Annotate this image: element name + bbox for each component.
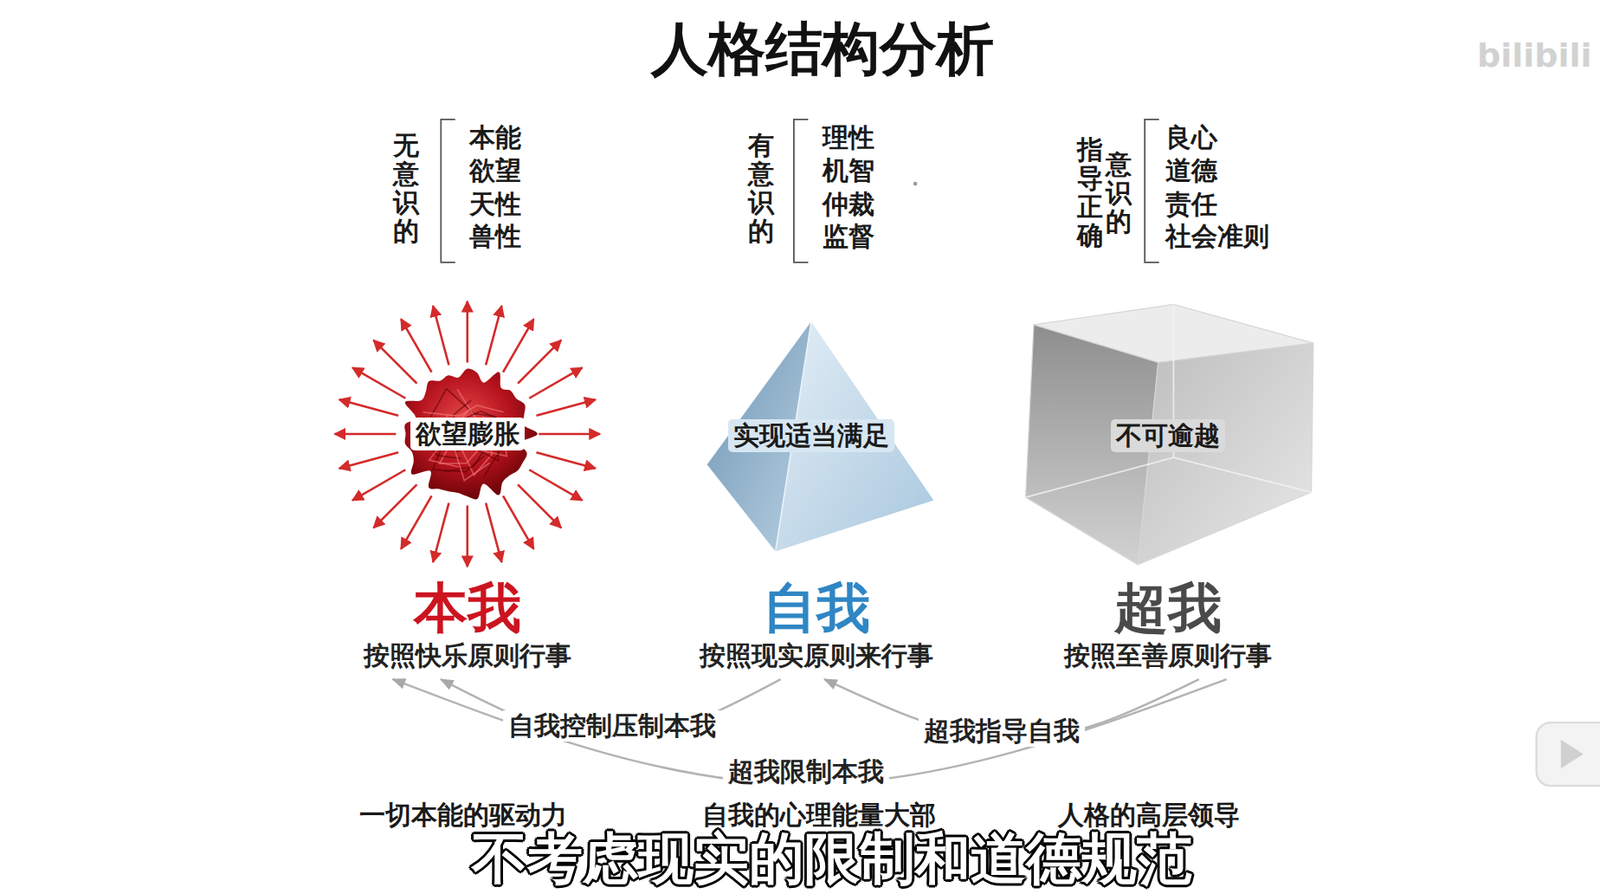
principle-text: 按照快乐原则行事 — [363, 638, 572, 672]
play-icon — [1536, 722, 1600, 786]
cube-face — [1137, 342, 1314, 565]
vertical-label: 有意识的 — [748, 130, 775, 246]
burst-arrow — [400, 318, 432, 372]
burst-arrow — [538, 432, 600, 436]
ego-pyramid: 实现适当满足自我按照现实原则来行事 — [663, 290, 970, 679]
burst-arrow — [517, 483, 562, 528]
dot — [913, 181, 918, 187]
burst-arrow — [352, 367, 406, 398]
burst-arrow — [465, 301, 469, 363]
burst-arrow — [373, 483, 417, 528]
edge-label: 超我指导自我 — [918, 715, 1085, 747]
burst-arrow — [400, 495, 432, 549]
note-text: 一切本能的驱动力 — [359, 799, 568, 831]
list-item: 机智 — [822, 154, 875, 187]
play-icon — [1561, 739, 1584, 768]
list-item: 欲望 — [469, 154, 522, 187]
burst-arrow — [535, 399, 595, 415]
vertical-label: 指导正确 — [1077, 135, 1104, 250]
cube-hidden-edge — [1025, 457, 1174, 497]
superego-cube: 不可逾越超我按照至善原则行事 — [1005, 290, 1332, 679]
burst-arrow — [335, 432, 397, 436]
vertical-label: 意识的 — [1105, 149, 1132, 236]
note-text: 自我的心理能量大部 — [702, 799, 936, 831]
burst-arrow — [503, 318, 534, 372]
cube-hidden-edge — [1173, 457, 1311, 492]
principle-text: 按照至善原则行事 — [1064, 638, 1272, 672]
shape-label: 不可逾越 — [1110, 419, 1226, 452]
burst-arrow — [535, 451, 595, 468]
burst-arrow — [485, 503, 502, 562]
list-item: 良心 — [1165, 122, 1218, 154]
edge-label: 自我控制压制本我 — [503, 709, 722, 742]
bracket — [440, 119, 455, 263]
burst-arrow — [339, 451, 399, 468]
node-name: 自我 — [762, 576, 871, 639]
edge-label: 超我限制本我 — [722, 755, 890, 788]
list-item: 仲裁 — [822, 188, 875, 220]
vertical-label: 无意识的 — [393, 130, 420, 246]
burst-arrow — [485, 305, 502, 365]
subtitle-caption: 不考虑现实的限制和道德规范 — [471, 827, 1193, 889]
burst-arrow — [503, 495, 534, 549]
bracket — [793, 119, 808, 263]
list-item: 社会准则 — [1165, 220, 1270, 252]
list-item: 道德 — [1165, 154, 1218, 187]
burst-arrow — [432, 305, 449, 365]
burst-arrow — [465, 504, 469, 567]
burst-arrow — [517, 340, 562, 384]
id-burst: 欲望膨胀本我按照快乐原则行事 — [314, 290, 621, 679]
burst-arrow — [529, 367, 582, 398]
list-item: 理性 — [822, 122, 875, 154]
burst-arrow — [529, 469, 582, 500]
list-item: 责任 — [1165, 188, 1218, 220]
bracket — [1144, 119, 1159, 263]
burst-arrow — [352, 469, 406, 500]
burst-arrow — [373, 340, 417, 384]
note-text: 人格的高层领导 — [1058, 799, 1240, 831]
burst-body — [404, 367, 538, 499]
shape-label: 实现适当满足 — [728, 419, 895, 452]
list-item: 兽性 — [469, 220, 522, 252]
watermark: bilibili — [1477, 36, 1593, 77]
burst-arrow — [339, 399, 399, 415]
burst-arrow — [432, 503, 449, 562]
list-item: 本能 — [469, 122, 522, 154]
principle-text: 按照现实原则来行事 — [699, 638, 934, 672]
list-item: 天性 — [469, 188, 522, 220]
node-name: 超我 — [1114, 576, 1222, 639]
node-name: 本我 — [413, 576, 522, 639]
burst-texture — [422, 405, 504, 416]
shape-label: 欲望膨胀 — [410, 417, 525, 451]
list-item: 监督 — [822, 220, 875, 252]
title: 人格结构分析 — [651, 16, 994, 83]
